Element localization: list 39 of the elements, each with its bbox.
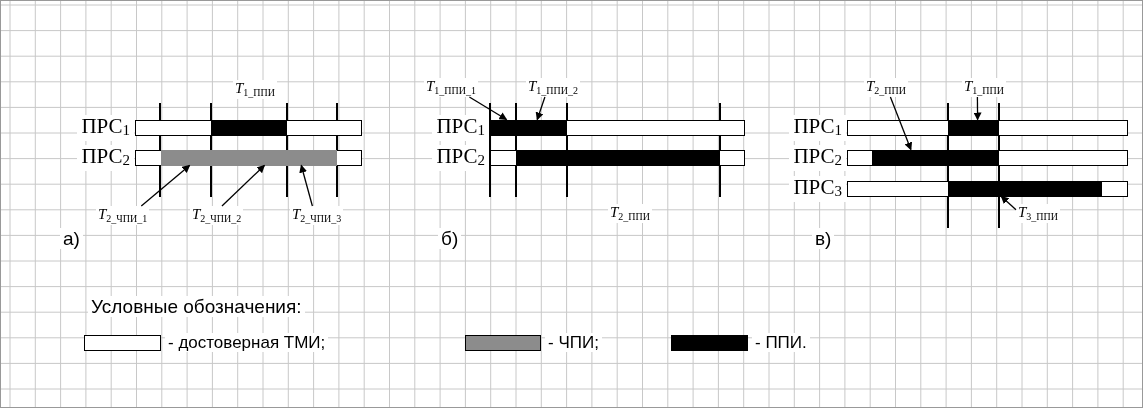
- leader-arrow: [468, 96, 508, 121]
- signal-segment: [160, 149, 337, 166]
- signal-segment: [489, 119, 567, 136]
- row-label: ПРС$_{2}$: [792, 146, 843, 168]
- time-label: T$_{1_ППИ}$: [962, 78, 1006, 97]
- row-label: ПРС$_{3}$: [792, 177, 843, 199]
- row-label: ПРС$_{1}$: [435, 116, 486, 138]
- time-label: T$_{1_ППИ_1}$: [424, 78, 478, 97]
- row-label: ПРС$_{1}$: [792, 116, 843, 138]
- signal-segment: [871, 149, 999, 166]
- time-label: T$_{1_ППИ_2}$: [526, 78, 580, 97]
- row-label: ПРС$_{2}$: [435, 146, 486, 168]
- time-label: T$_{2_ЧПИ_1}$: [96, 206, 150, 225]
- time-label: T$_{2_ЧПИ_3}$: [290, 206, 344, 225]
- leader-arrow: [299, 164, 314, 207]
- legend-label: - ППИ.: [752, 333, 810, 352]
- leader-arrow: [1000, 195, 1017, 211]
- time-label: T$_{2_ППИ}$: [608, 204, 652, 223]
- legend-title: Условные обозначения:: [88, 296, 305, 317]
- legend-label: - достоверная ТМИ;: [165, 333, 329, 352]
- leader-arrow: [535, 96, 546, 121]
- row-label: ПРС$_{2}$: [80, 146, 131, 168]
- signal-segment: [210, 119, 287, 136]
- time-label: T$_{2_ЧПИ_2}$: [190, 206, 244, 225]
- time-label: T$_{1_ППИ}$: [233, 80, 277, 99]
- leader-arrow: [140, 164, 191, 207]
- signal-segment: [515, 149, 720, 166]
- signal-segment: [947, 180, 1102, 197]
- time-label: T$_{3_ППИ}$: [1016, 204, 1060, 223]
- panel-label: в): [812, 228, 835, 249]
- panel-label: б): [438, 228, 462, 249]
- signal-segment: [947, 119, 999, 136]
- time-label: T$_{2_ППИ}$: [864, 78, 908, 97]
- leader-arrow: [973, 96, 982, 121]
- panel-label: а): [60, 228, 83, 249]
- leader-arrow: [221, 164, 266, 207]
- row-label: ПРС$_{1}$: [80, 116, 131, 138]
- leader-arrow: [889, 96, 913, 151]
- legend-label: - ЧПИ;: [545, 333, 602, 352]
